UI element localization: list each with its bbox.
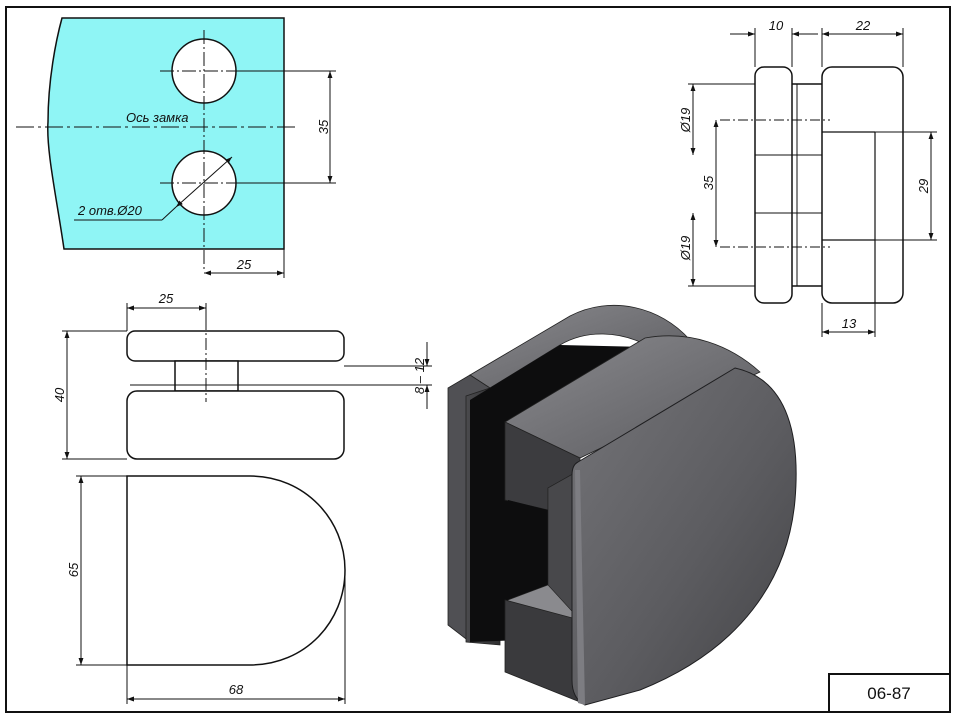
clamp-3d-render [447, 304, 797, 706]
sheet-frame [5, 6, 951, 713]
lock-axis-label: Ось замка [126, 110, 188, 125]
side-height-dim: 29 [916, 179, 931, 194]
front-bottom-plate [126, 390, 345, 460]
front-top-plate [126, 330, 345, 362]
side-hole-bottom-dim: Ø19 [678, 236, 693, 262]
front-view: 25 40 8 – 12 [52, 291, 432, 460]
side-right-width-dim: 22 [855, 18, 871, 33]
bottom-width-dim: 68 [229, 682, 244, 697]
glass-gap-dim: 8 – 12 [412, 357, 427, 394]
side-hole-top-dim: Ø19 [678, 108, 693, 134]
title-block: 06-87 [828, 673, 951, 713]
side-left-width-dim: 10 [769, 18, 784, 33]
edge-distance-dim: 25 [236, 257, 252, 272]
bottom-view: 65 68 [66, 475, 346, 704]
hole-view: Ось замка 2 отв.Ø20 35 25 [16, 17, 336, 278]
side-view: 10 22 Ø19 Ø19 35 29 13 [678, 18, 937, 337]
hole-spacing-dim: 35 [316, 119, 331, 134]
front-width-dim: 25 [158, 291, 174, 306]
drawing-code: 06-87 [867, 684, 910, 703]
front-height-dim: 40 [52, 387, 67, 402]
clamp-front-face [571, 367, 797, 706]
side-right-plate [821, 66, 904, 304]
bottom-height-dim: 65 [66, 562, 81, 577]
side-depth-dim: 13 [842, 316, 857, 331]
side-left-plate [754, 66, 793, 304]
d-shape-outline [126, 475, 346, 666]
holes-label: 2 отв.Ø20 [77, 203, 143, 218]
side-spacing-dim: 35 [701, 175, 716, 190]
